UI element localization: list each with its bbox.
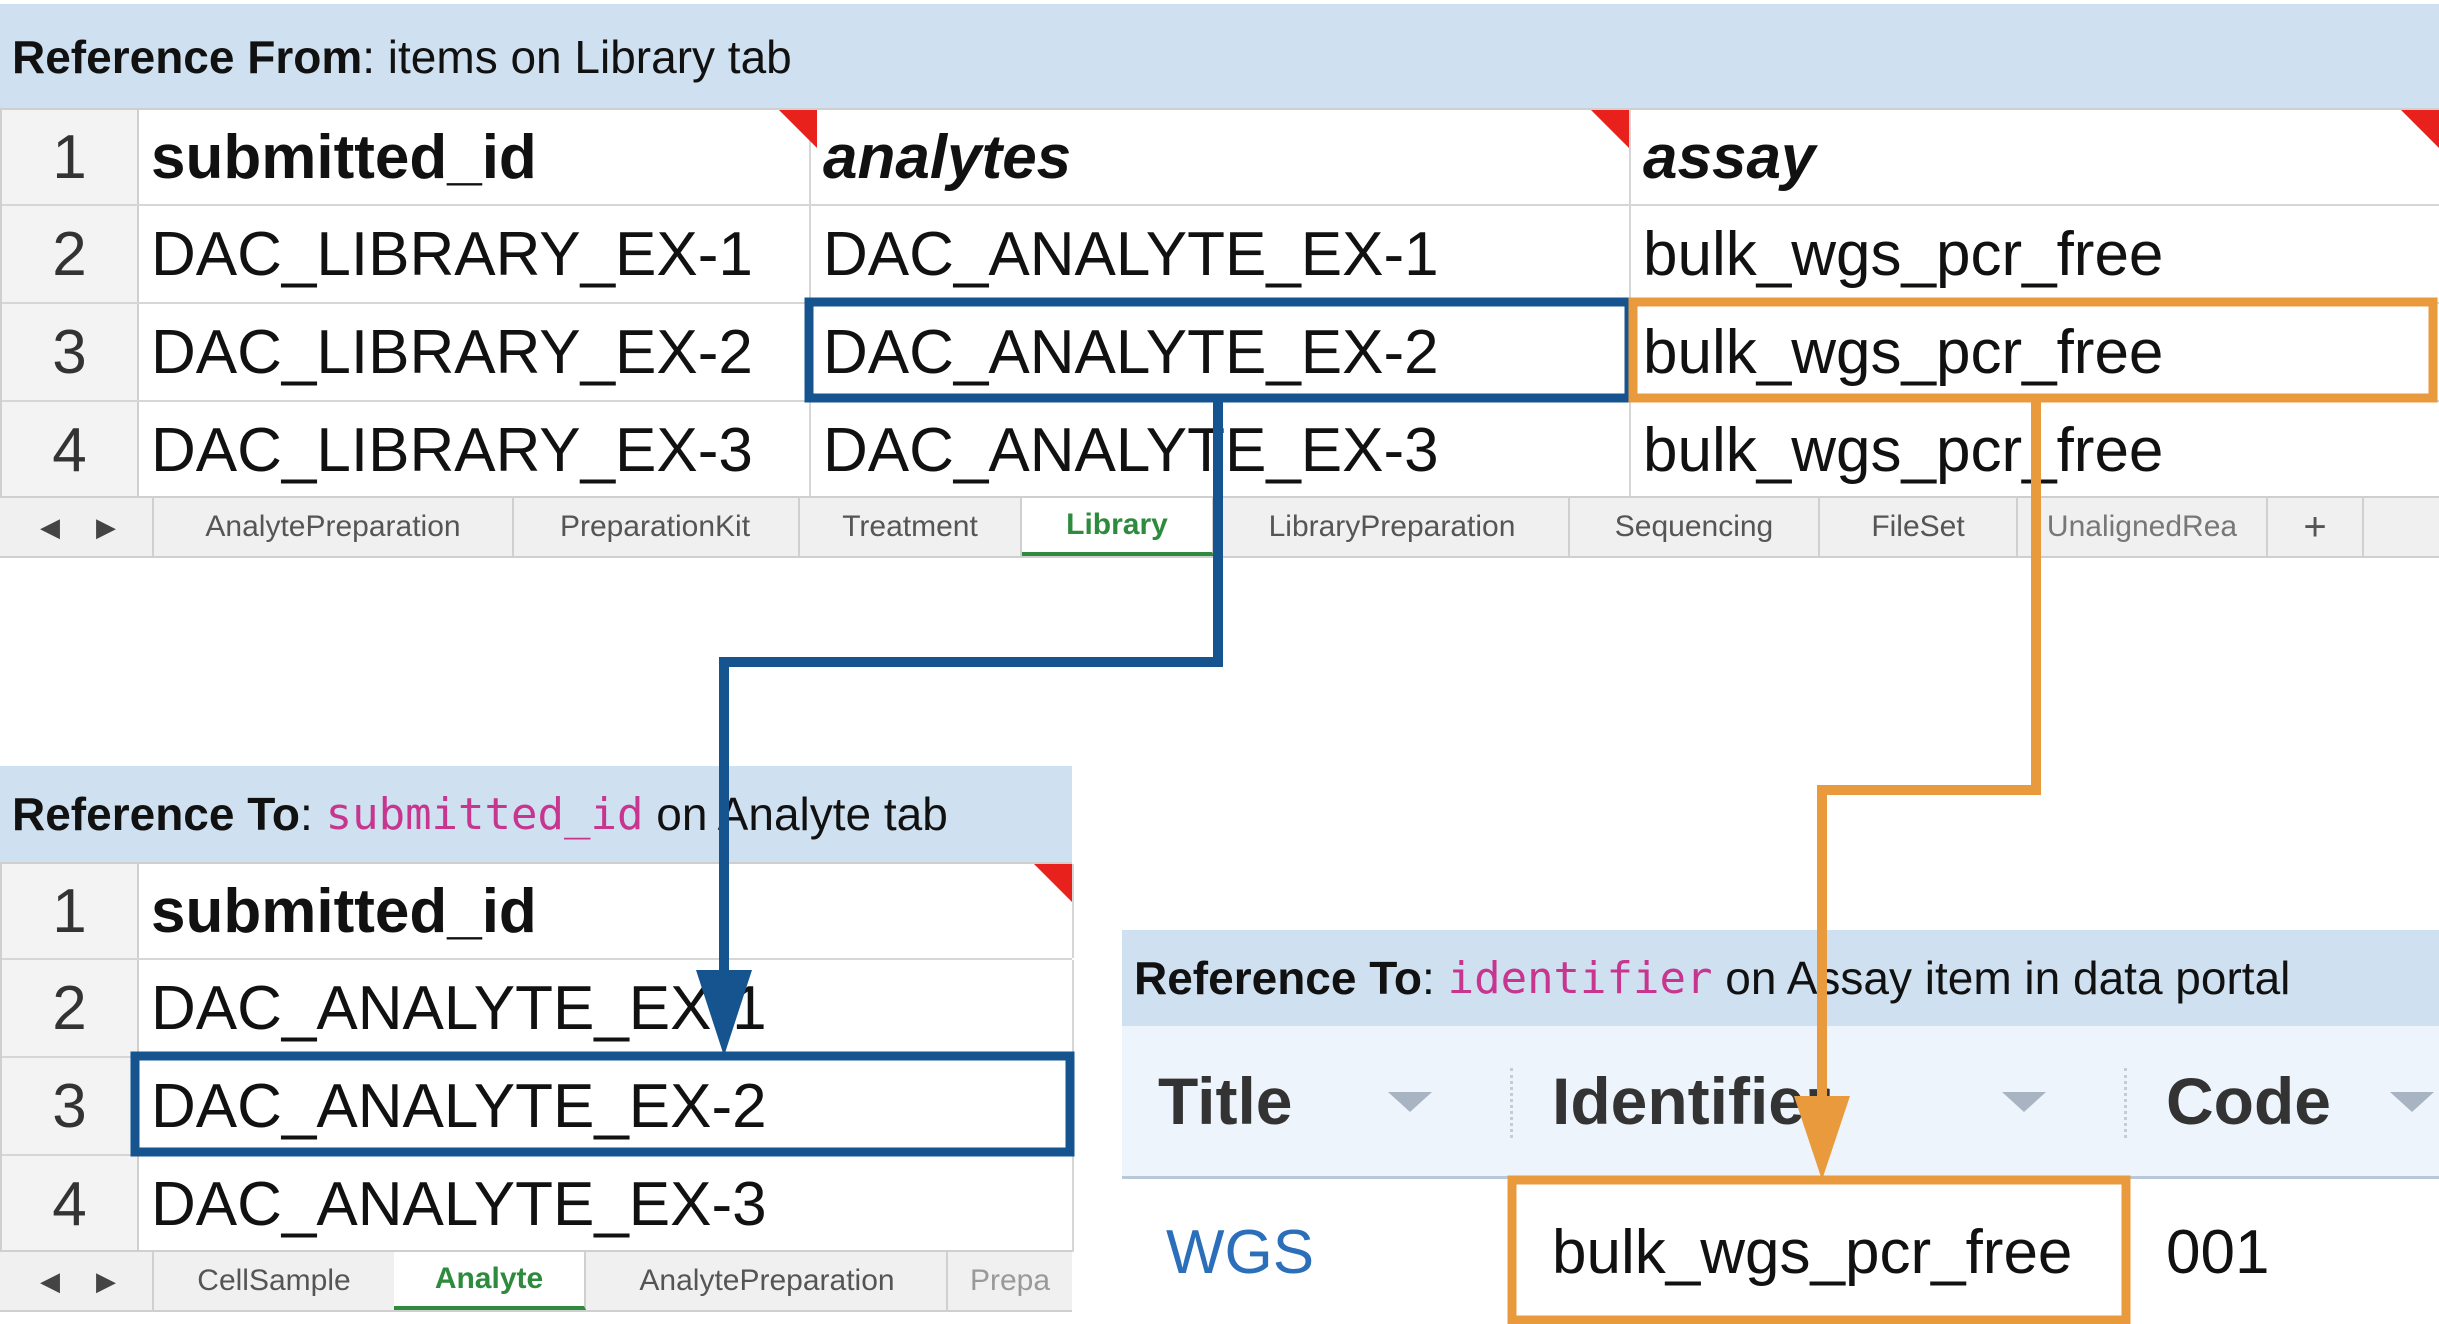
cell-submitted-id[interactable]: DAC_LIBRARY_EX-2 (139, 304, 811, 400)
tab-treatment[interactable]: Treatment (800, 498, 1022, 556)
library-panel: Reference From: items on Library tab 1 s… (0, 0, 2439, 560)
tab-fileset[interactable]: FileSet (1820, 498, 2018, 556)
column-header-identifier[interactable]: Identifier (1552, 1064, 1831, 1138)
red-corner-triangle-icon (2401, 110, 2439, 148)
table-row: 3 DAC_LIBRARY_EX-2 DAC_ANALYTE_EX-2 bulk… (2, 304, 2439, 402)
library-caption: Reference From: items on Library tab (0, 4, 2439, 110)
chevron-left-icon[interactable]: ◀ (40, 511, 60, 542)
table-row: 2 DAC_LIBRARY_EX-1 DAC_ANALYTE_EX-1 bulk… (2, 206, 2439, 304)
cell-analytes[interactable]: DAC_ANALYTE_EX-3 (811, 402, 1631, 498)
row-number: 4 (2, 402, 139, 498)
red-corner-triangle-icon (779, 110, 817, 148)
cell-assay[interactable]: bulk_wgs_pcr_free (1643, 415, 2164, 485)
tab-analytepreparation[interactable]: AnalytePreparation (152, 498, 514, 556)
tab-analytepreparation[interactable]: AnalytePreparation (588, 1252, 948, 1310)
cell-submitted-id[interactable]: DAC_LIBRARY_EX-3 (139, 402, 811, 498)
chevron-right-icon[interactable]: ▶ (96, 1265, 116, 1296)
tab-analyte[interactable]: Analyte (394, 1252, 586, 1310)
row-number: 2 (2, 960, 139, 1056)
portal-panel: Reference To: identifier on Assay item i… (1122, 930, 2439, 1324)
row-number: 4 (2, 1156, 139, 1252)
analyte-grid: 1 submitted_id 2 DAC_ANALYTE_EX-1 3 DAC_… (0, 862, 1074, 1252)
analyte-caption-code: submitted_id (325, 788, 644, 840)
table-row: 2 DAC_ANALYTE_EX-1 (2, 960, 1074, 1058)
red-corner-triangle-icon (1591, 110, 1629, 148)
caret-down-icon[interactable] (2390, 1092, 2434, 1112)
row-number: 3 (2, 1058, 139, 1154)
row-number: 1 (2, 110, 139, 204)
tab-preparationkit[interactable]: PreparationKit (512, 498, 800, 556)
portal-table-header: Title Identifier Code (1122, 1026, 2439, 1179)
library-sheet-tabs: ◀ ▶ AnalytePreparation PreparationKit Tr… (0, 496, 2439, 558)
library-caption-rest: : items on Library tab (362, 31, 792, 83)
cell-submitted-id[interactable]: DAC_LIBRARY_EX-1 (139, 206, 811, 302)
caret-down-icon[interactable] (1388, 1092, 1432, 1112)
tab-librarypreparation[interactable]: LibraryPreparation (1216, 498, 1570, 556)
library-grid: 1 submitted_id analytes assay 2 DAC_LIBR… (0, 108, 2439, 498)
column-header-assay[interactable]: assay (1643, 122, 1816, 192)
tab-cellsample[interactable]: CellSample (152, 1252, 396, 1310)
assay-title-link[interactable]: WGS (1166, 1217, 1315, 1287)
library-caption-bold: Reference From (12, 31, 363, 83)
portal-caption-colon: : (1422, 952, 1448, 1004)
column-header-analytes[interactable]: analytes (811, 110, 1631, 204)
portal-caption-code: identifier (1447, 952, 1713, 1004)
analyte-caption: Reference To: submitted_id on Analyte ta… (0, 766, 1072, 862)
analyte-caption-bold: Reference To (12, 788, 301, 840)
library-header-row: 1 submitted_id analytes assay (2, 110, 2439, 206)
row-number: 2 (2, 206, 139, 302)
cell-submitted-id[interactable]: DAC_ANALYTE_EX-1 (139, 960, 1074, 1056)
table-row: 3 DAC_ANALYTE_EX-2 (2, 1058, 1074, 1156)
row-number: 3 (2, 304, 139, 400)
add-tab-button[interactable]: + (2268, 498, 2364, 556)
caret-down-icon[interactable] (2002, 1092, 2046, 1112)
cell-analytes[interactable]: DAC_ANALYTE_EX-1 (811, 206, 1631, 302)
cell-analytes-highlighted[interactable]: DAC_ANALYTE_EX-2 (811, 304, 1631, 400)
portal-caption-rest: on Assay item in data portal (1712, 952, 2291, 1004)
table-row: 4 DAC_LIBRARY_EX-3 DAC_ANALYTE_EX-3 bulk… (2, 402, 2439, 498)
analyte-sheet-tabs: ◀ ▶ CellSample Analyte AnalytePreparatio… (0, 1250, 1072, 1312)
column-header-title[interactable]: Title (1158, 1064, 1293, 1138)
row-number: 1 (2, 864, 139, 958)
analyte-caption-colon: : (300, 788, 326, 840)
chevron-left-icon[interactable]: ◀ (40, 1265, 60, 1296)
cell-submitted-id[interactable]: DAC_ANALYTE_EX-3 (139, 1156, 1074, 1252)
tab-unalignedreads[interactable]: UnalignedRea (2018, 498, 2268, 556)
cell-assay[interactable]: bulk_wgs_pcr_free (1643, 219, 2164, 289)
analyte-panel: Reference To: submitted_id on Analyte ta… (0, 766, 1074, 1324)
cell-assay-highlighted[interactable]: bulk_wgs_pcr_free (1643, 317, 2164, 387)
table-row: 4 DAC_ANALYTE_EX-3 (2, 1156, 1074, 1252)
column-resize-handle[interactable] (2124, 1068, 2133, 1138)
assay-identifier-value: bulk_wgs_pcr_free (1552, 1217, 2073, 1287)
portal-caption: Reference To: identifier on Assay item i… (1122, 930, 2439, 1026)
tab-library[interactable]: Library (1022, 498, 1214, 556)
analyte-caption-rest: on Analyte tab (643, 788, 948, 840)
analyte-header-row: 1 submitted_id (2, 864, 1074, 960)
tab-preparation[interactable]: Prepa (969, 1264, 1051, 1297)
column-header-submitted-id[interactable]: submitted_id (139, 864, 1074, 958)
chevron-right-icon[interactable]: ▶ (96, 511, 116, 542)
tab-sequencing[interactable]: Sequencing (1570, 498, 1820, 556)
red-corner-triangle-icon (1034, 864, 1072, 902)
portal-caption-bold: Reference To (1134, 952, 1423, 1004)
column-resize-handle[interactable] (1510, 1068, 1519, 1138)
assay-code-value: 001 (2166, 1217, 2270, 1287)
column-header-code[interactable]: Code (2166, 1064, 2331, 1138)
column-header-submitted-id[interactable]: submitted_id (139, 110, 811, 204)
cell-submitted-id-highlighted[interactable]: DAC_ANALYTE_EX-2 (139, 1058, 1074, 1154)
